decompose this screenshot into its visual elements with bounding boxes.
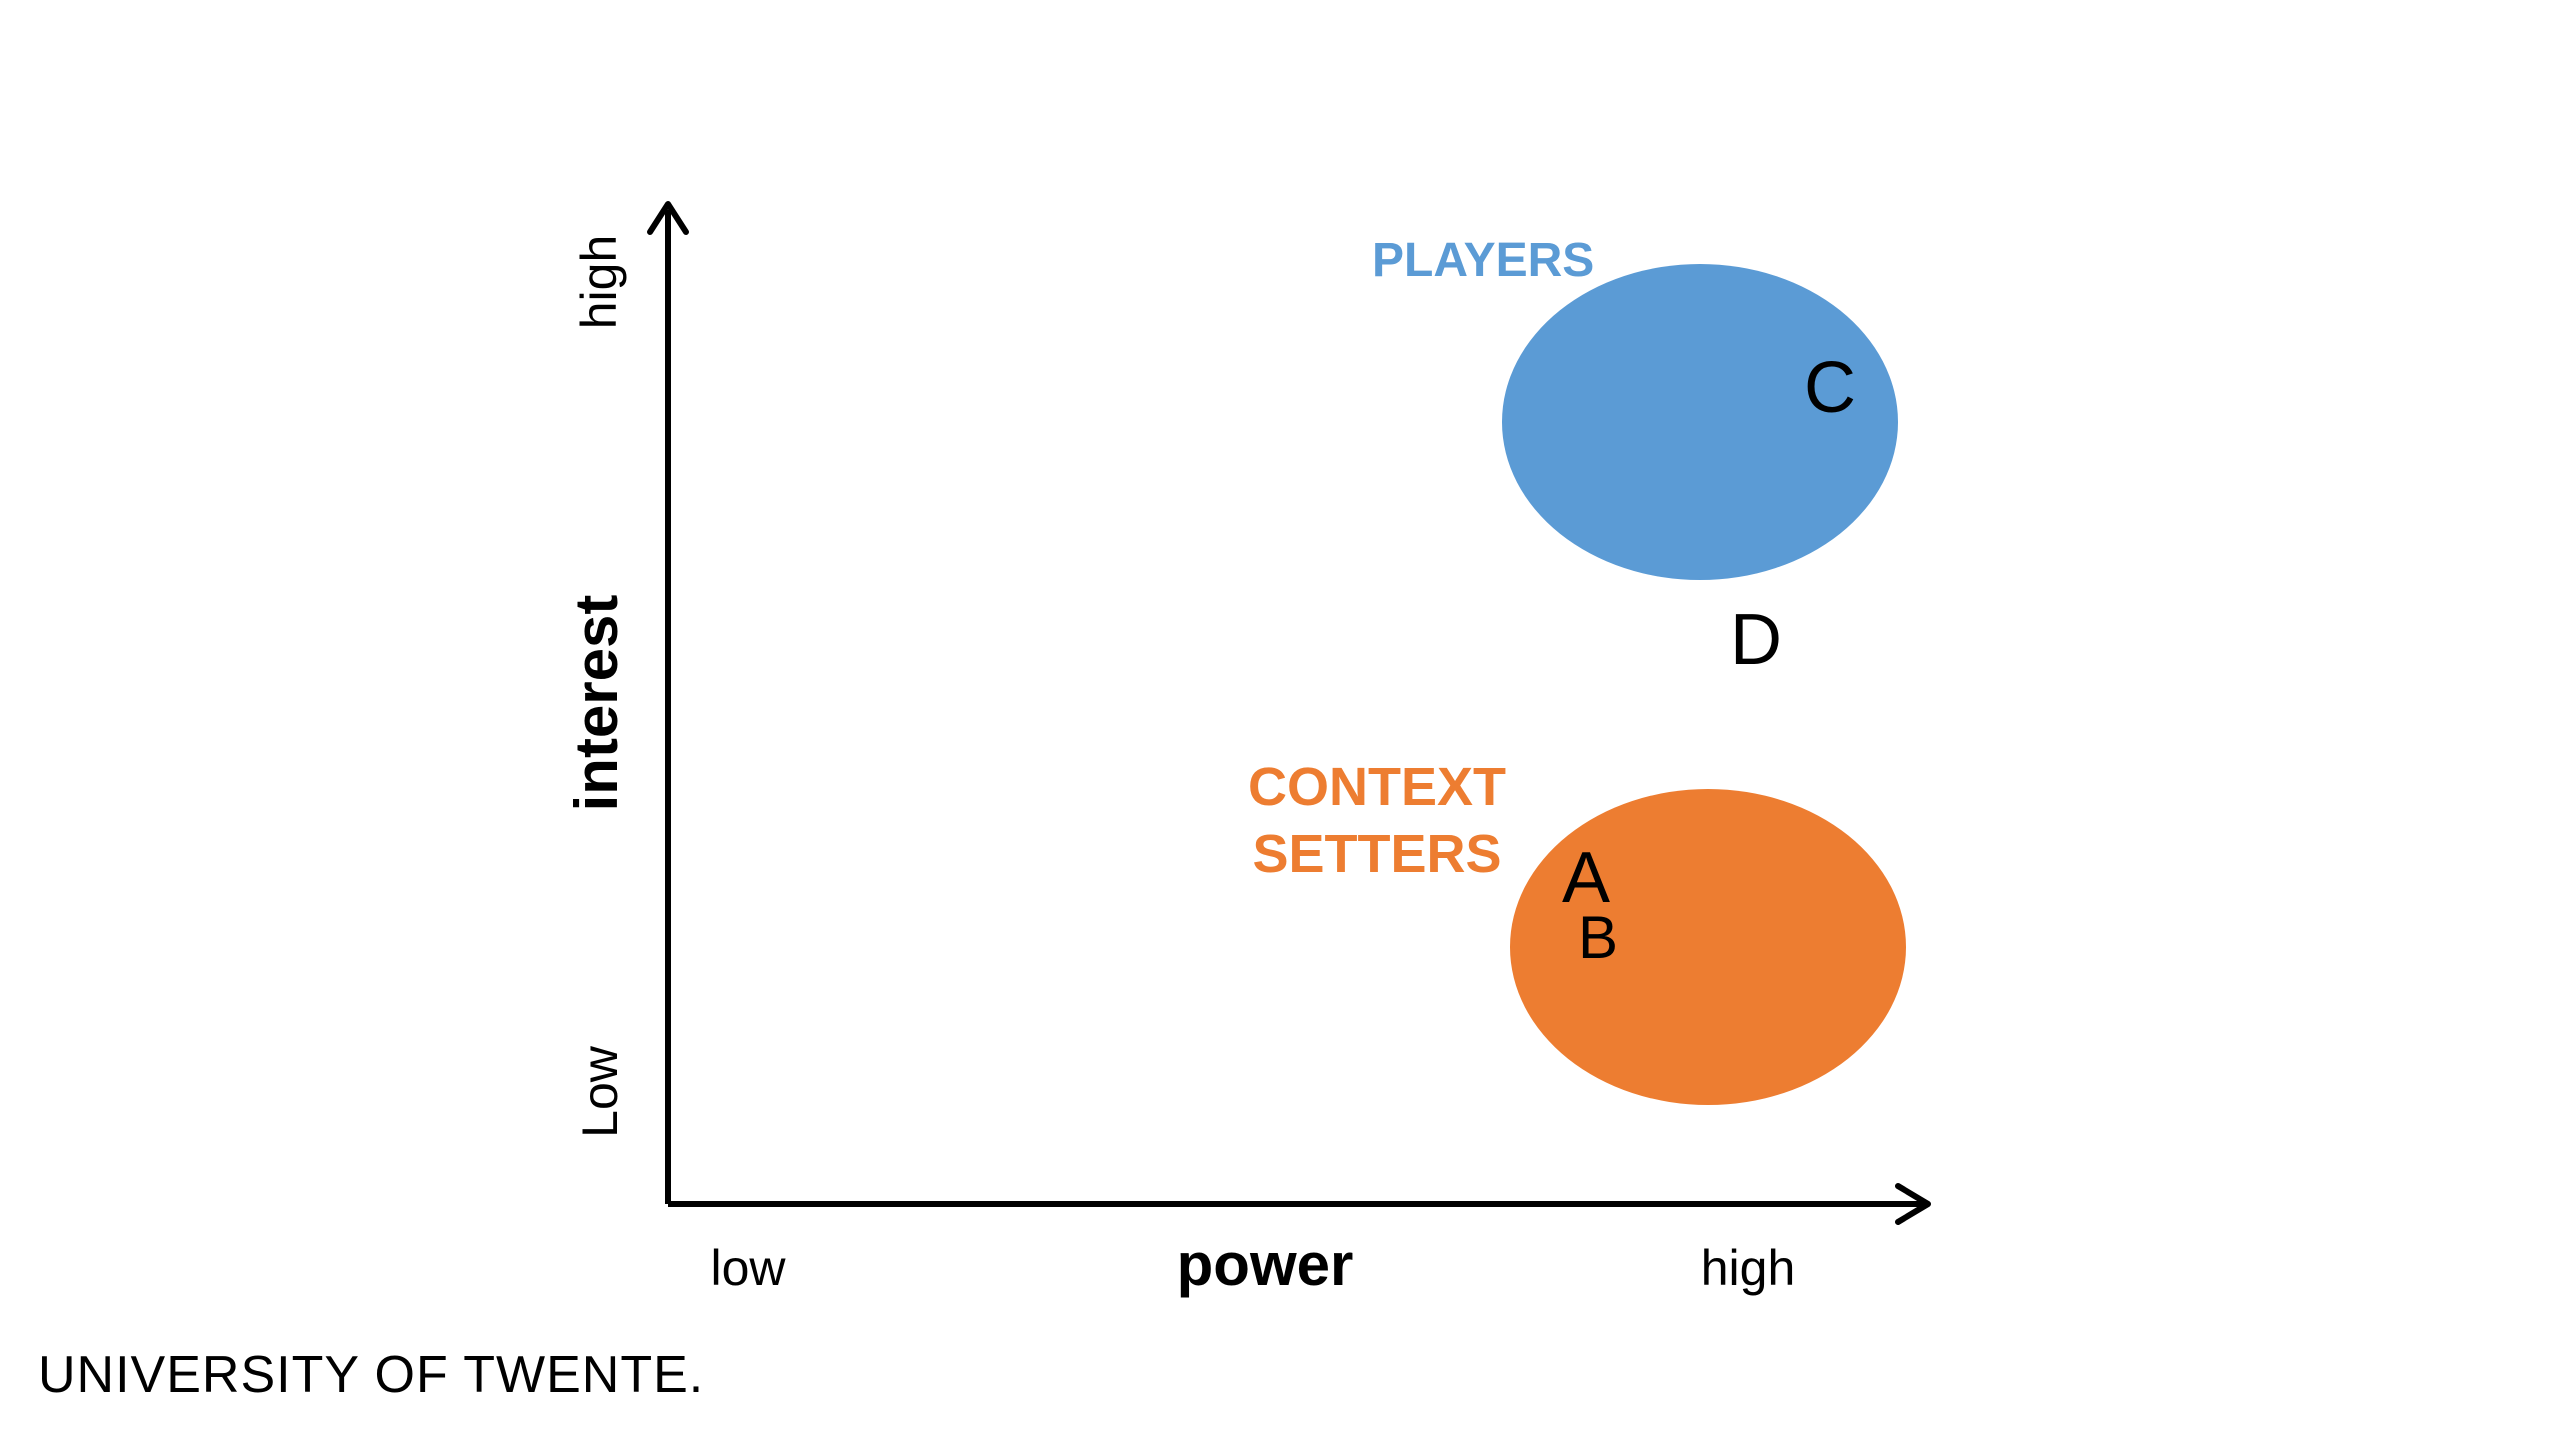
y-axis-high-label: high	[571, 235, 627, 330]
y-axis-low-label: Low	[572, 1045, 628, 1138]
x-axis-arrowhead	[1895, 1183, 1931, 1225]
x-axis-low-label: low	[710, 1240, 786, 1296]
context-setters-ellipse	[1510, 789, 1906, 1105]
point-c: C	[1804, 348, 1856, 428]
point-b: B	[1578, 904, 1618, 971]
context-setters-label-line1: CONTEXT	[1248, 757, 1506, 817]
context-setters-label-line2: SETTERS	[1252, 824, 1501, 884]
point-a: A	[1562, 838, 1610, 918]
university-logo-text: UNIVERSITY OF TWENTE.	[38, 1346, 704, 1404]
players-label: PLAYERS	[1372, 234, 1594, 287]
x-axis-title: power	[1177, 1231, 1354, 1298]
point-d: D	[1730, 600, 1782, 680]
y-axis-title: interest	[563, 595, 630, 812]
players-ellipse	[1502, 264, 1898, 580]
y-axis-arrowhead	[647, 201, 689, 235]
x-axis-high-label: high	[1701, 1240, 1796, 1296]
